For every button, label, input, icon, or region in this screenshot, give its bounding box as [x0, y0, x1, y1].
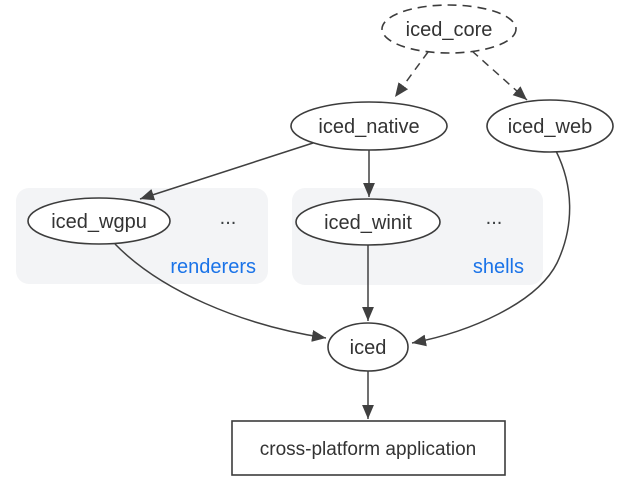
edge-iced-web-to-iced	[411, 150, 571, 347]
renderers-group-label: renderers	[170, 256, 256, 278]
node-iced	[327, 322, 409, 372]
edge-iced-native-to-iced-wgpu	[139, 142, 314, 201]
node-cross-platform-application	[231, 420, 506, 476]
renderers-ellipsis: ...	[220, 207, 237, 229]
iced-web-label: iced_web	[508, 116, 593, 138]
edge-iced-core-to-iced-web	[471, 50, 528, 101]
iced-winit-label: iced_winit	[324, 212, 412, 234]
shells-group-label: shells	[473, 256, 524, 278]
node-iced-web	[486, 99, 614, 153]
shells-ellipsis: ...	[486, 207, 503, 229]
node-iced-wgpu	[27, 197, 171, 245]
iced-label: iced	[350, 337, 387, 359]
application-label: cross-platform application	[260, 439, 476, 460]
iced-native-label: iced_native	[318, 116, 419, 138]
iced-core-label: iced_core	[406, 19, 493, 41]
edge-iced-wgpu-to-iced	[114, 243, 327, 342]
node-iced-native	[290, 101, 448, 151]
node-iced-core	[381, 4, 517, 54]
node-iced-winit	[295, 198, 441, 246]
iced-wgpu-label: iced_wgpu	[51, 211, 147, 233]
edge-iced-core-to-iced-native	[394, 51, 429, 98]
